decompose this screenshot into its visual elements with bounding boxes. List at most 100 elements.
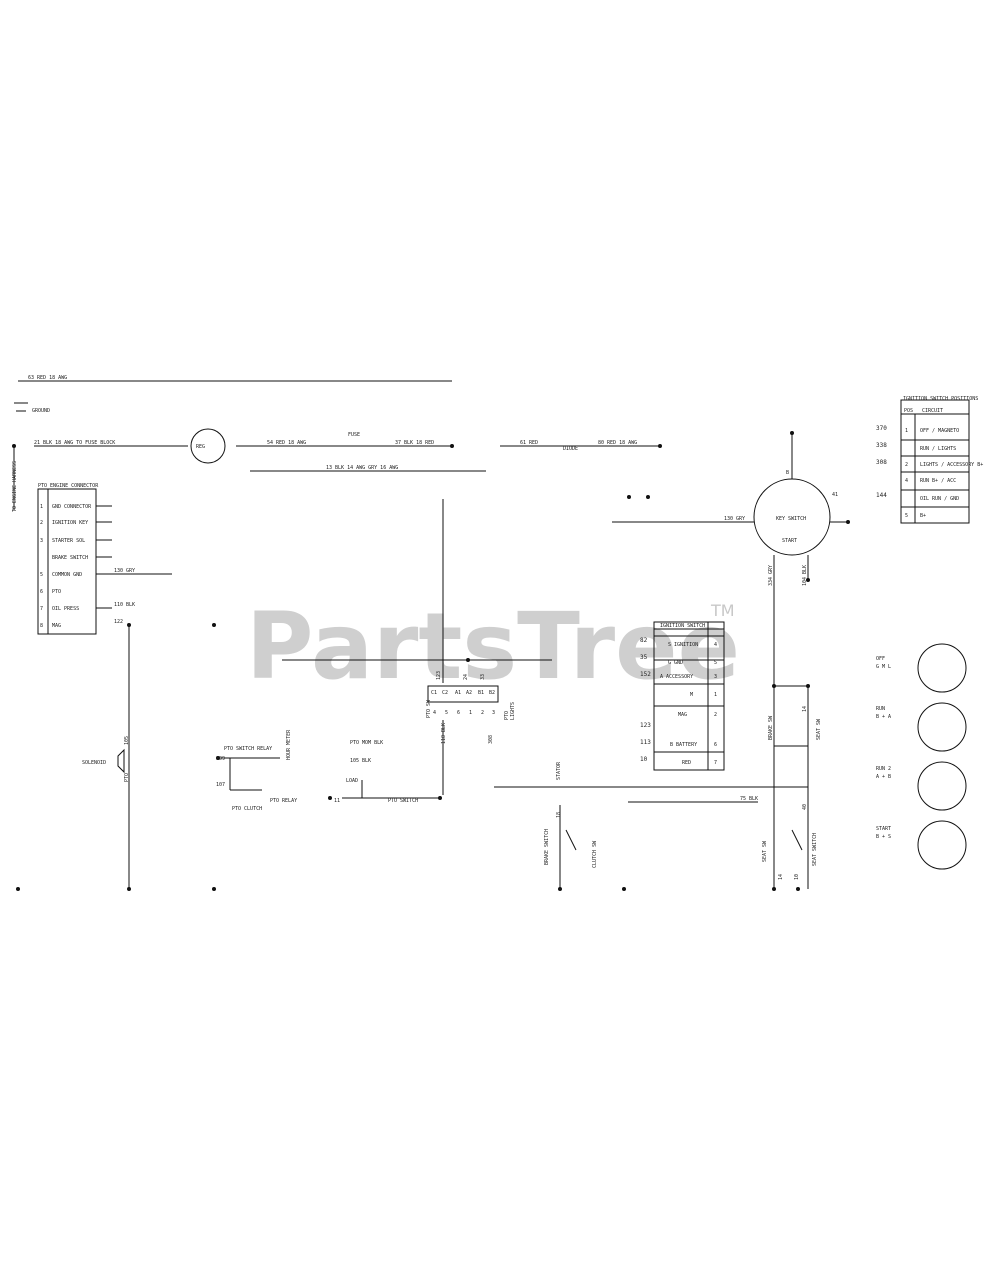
clutch-label: CLUTCH SW	[592, 840, 598, 868]
mid-row-label: MAG	[678, 712, 687, 718]
bs-w1: 18	[556, 812, 562, 818]
center-relay-c: LOAD	[346, 778, 358, 784]
wire1-label: 130 GRY	[114, 568, 135, 574]
conn-top: B1	[478, 690, 484, 696]
bs-brake-sub: BRAKE SW	[768, 715, 774, 740]
fuse-block-label: 21 BLK 18 AWG TO FUSE BLOCK	[34, 440, 115, 446]
center-w1: 11	[334, 798, 340, 804]
pin-number: 6	[40, 589, 43, 595]
center-connector: C1 C2 A1 A2 B1 B2 4 5 6 1 2 3	[431, 690, 495, 716]
sw-pos-label: RUN 2	[876, 766, 891, 772]
watermark-trademark: TM	[710, 601, 735, 620]
mid-row-label: A ACCESSORY	[660, 674, 693, 680]
rt-label: OFF / MAGNETO	[920, 428, 959, 434]
solenoid-label: SOLENOID	[82, 760, 106, 766]
center-relay-label: PTO MOM BLK	[350, 740, 383, 746]
rt-n: 5	[905, 513, 908, 519]
node-label: 122	[114, 619, 123, 625]
mid-row-pin: 3	[714, 674, 717, 680]
pin-label: GND CONNECTOR	[52, 504, 92, 510]
key-bottom: START	[782, 538, 797, 544]
sw-pos-sub: B + S	[876, 834, 891, 840]
key-w-down: 334 GRY	[768, 565, 774, 586]
sw-pos-sub: B + A	[876, 714, 891, 720]
switch-positions: OFF G M L RUN B + A RUN 2 A + B START B …	[876, 656, 891, 840]
key-w-right: 41	[832, 492, 838, 498]
rt-label: RUN B+ / ACC	[920, 478, 956, 484]
relay-title: PTO SWITCH RELAY	[224, 746, 272, 752]
bs-w6: 75 BLK	[740, 796, 758, 802]
rt-label: RUN / LIGHTS	[920, 446, 956, 452]
center-w2: 118 BLK	[441, 723, 447, 744]
bs-w5: 40	[802, 804, 808, 810]
sw-pos-label: OFF	[876, 656, 885, 662]
left-connector-title: PTO ENGINE CONNECTOR	[38, 483, 99, 489]
pin-label: BRAKE SWITCH	[52, 555, 88, 561]
mid-row-label: RED	[682, 760, 691, 766]
mid-row-wire: 82	[640, 637, 648, 644]
seat-switch-label: SEAT SWITCH	[812, 833, 818, 866]
mid-row-wire: 10	[640, 756, 648, 763]
sw-pos-label: START	[876, 826, 891, 832]
mid-row-wire: 35	[640, 654, 648, 661]
conn-bottom: 1	[469, 710, 472, 716]
center-node3: 33	[480, 674, 486, 680]
conn-label: PTO SW	[426, 699, 432, 718]
key-w-in: 130 GRY	[724, 516, 745, 522]
pin-label: OIL PRESS	[52, 606, 79, 612]
conn-bottom: 3	[492, 710, 495, 716]
pto-relay-label: PTO RELAY	[270, 798, 297, 804]
solenoid-hdr: PTO	[124, 773, 130, 782]
wire-d-label: 61 RED	[520, 440, 538, 446]
side-b: LIGHTS	[510, 702, 516, 720]
conn-top: B2	[489, 690, 495, 696]
sw-pos-sub: A + B	[876, 774, 891, 780]
wire2-label: 110 BLK	[114, 602, 135, 608]
pin-number: 3	[40, 538, 43, 544]
pin-label: PTO	[52, 589, 61, 595]
conn-bottom: 6	[457, 710, 460, 716]
hour-meter-label: HOUR METER	[286, 729, 292, 760]
center-relay-sub: 105 BLK	[350, 758, 371, 764]
wire-c-label: 37 BLK 18 RED	[395, 440, 434, 446]
pin-label: MAG	[52, 623, 61, 629]
mid-row-label: B BATTERY	[670, 742, 697, 748]
mid-row-pin: 7	[714, 760, 717, 766]
conn-bottom: 4	[433, 710, 436, 716]
seat-label: SEAT SW	[762, 840, 768, 862]
rt-wire: 370	[876, 425, 887, 432]
right-table-h2: CIRCUIT	[922, 408, 943, 414]
key-w-down2: 104 BLK	[802, 565, 808, 586]
mid-row-label: M	[690, 692, 693, 698]
right-table-h1: POS	[904, 408, 913, 414]
pin-label: STARTER SOL	[52, 538, 85, 544]
center-node1: 123	[436, 671, 442, 680]
rt-wire: 308	[876, 459, 887, 466]
pin-number: 2	[40, 520, 43, 526]
center-node4: 308	[488, 735, 494, 744]
right-table-title: IGNITION SWITCH POSITIONS	[903, 396, 978, 402]
rt-n: 2	[905, 462, 908, 468]
engine-harness-label: TO ENGINE HARNESS	[12, 461, 18, 512]
center-relay-d: PTO SWITCH	[388, 798, 418, 804]
conn-bottom: 2	[481, 710, 484, 716]
side-a: PTO	[504, 711, 510, 720]
mid-row-wire: 123	[640, 722, 651, 729]
brake-label: BRAKE SWITCH	[544, 829, 550, 865]
rt-wire: 338	[876, 442, 887, 449]
conn-top: C1	[431, 690, 437, 696]
sw-pos-sub: G M L	[876, 664, 891, 670]
conn-top: A2	[466, 690, 472, 696]
bs-w4: 14	[802, 706, 808, 712]
sw-pos-label: RUN	[876, 706, 885, 712]
mid-row-wire: 113	[640, 739, 651, 746]
mid-row-pin: 5	[714, 660, 717, 666]
rt-label: OIL RUN / GND	[920, 496, 959, 502]
regulator-label: REG	[196, 444, 205, 450]
fuse-label: FUSE	[348, 432, 360, 438]
mid-row-label: S IGNITION	[668, 642, 698, 648]
center-node2: 24	[463, 674, 469, 680]
conn-top: A1	[455, 690, 461, 696]
right-table-rows: 370 1 OFF / MAGNETO 338 RUN / LIGHTS 308…	[876, 425, 983, 519]
pin-label: IGNITION KEY	[52, 520, 88, 526]
